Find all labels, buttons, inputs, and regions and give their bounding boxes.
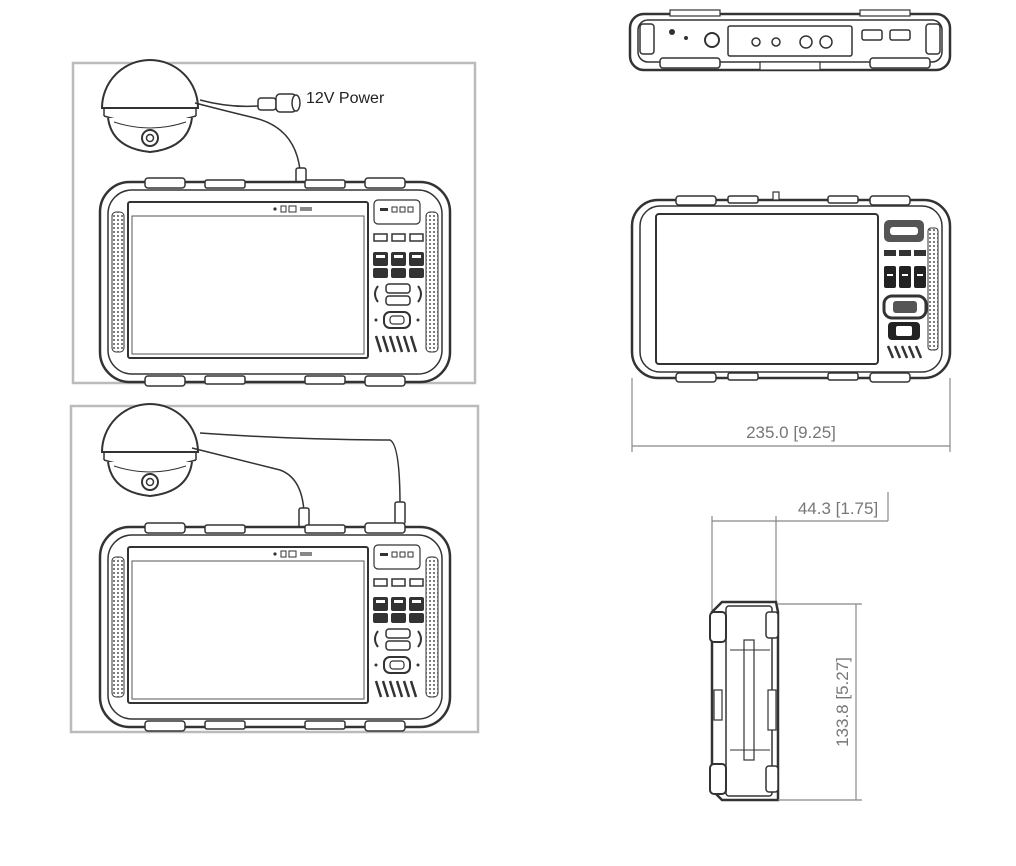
front-view: 235.0 [9.25] xyxy=(630,191,952,452)
power-cable xyxy=(199,432,401,506)
height-dimension: 133.8 [5.27] xyxy=(778,603,862,801)
dome-camera-icon xyxy=(101,59,199,153)
top-view xyxy=(628,9,952,72)
depth-dimension-label: 44.3 [1.75] xyxy=(798,499,878,518)
panel-power-connection: 12V Power xyxy=(71,59,477,388)
dome-camera-icon xyxy=(101,403,199,497)
panel-coax-connection xyxy=(69,403,480,734)
depth-dimension: 44.3 [1.75] xyxy=(711,492,889,610)
side-view: 44.3 [1.75] 133.8 [5.27] xyxy=(709,492,889,802)
width-dimension-label: 235.0 [9.25] xyxy=(746,423,836,442)
power-plug-icon xyxy=(257,93,301,113)
power-label: 12V Power xyxy=(306,90,385,107)
tester-front-icon xyxy=(98,521,452,733)
cable-plug-icon xyxy=(394,501,406,525)
video-cable xyxy=(191,447,305,513)
video-cable xyxy=(194,102,303,179)
width-dimension: 235.0 [9.25] xyxy=(631,378,951,452)
tester-front-icon xyxy=(98,176,452,388)
height-dimension-label: 133.8 [5.27] xyxy=(833,657,852,747)
